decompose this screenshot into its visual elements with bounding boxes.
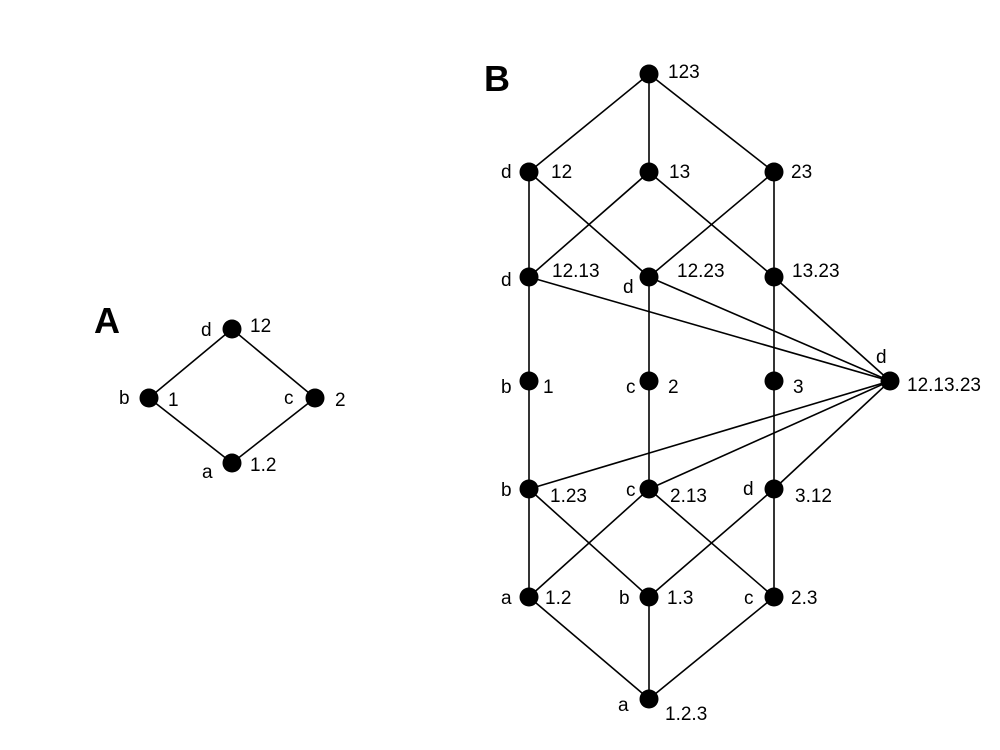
panel-b-node-label-12-13-23: 12.13.23 [907, 375, 981, 396]
panel-b-node-label-13: 13 [669, 162, 690, 183]
panel-b-node-tag-2-3: c [744, 588, 754, 609]
panel-a-nodes: 12 d 1 b 2 c 1.2 a [119, 316, 346, 483]
panel-b-edge-12-13-23-to-1-23 [528, 380, 891, 490]
panel-a-edge-12-to-1 [148, 328, 233, 399]
panel-b-node-12-23 [639, 267, 659, 287]
panel-b-edge-23-to-12-23 [648, 171, 775, 278]
panel-a-node-label-1-2: 1.2 [250, 455, 276, 476]
panel-b-node-label-1-23: 1.23 [550, 486, 587, 507]
panel-b-edge-12-23-to-12-13-23 [648, 276, 891, 382]
panel-b-node-tag-1-2-3: a [618, 695, 629, 716]
panel-b-node-label-1-2: 1.2 [545, 588, 571, 609]
panel-b-edge-2-13-to-1-2 [528, 488, 650, 598]
panel-b-node-tag-12: d [501, 162, 512, 183]
panel-b-node-1-23 [519, 479, 539, 499]
panel-b-node-3 [764, 371, 784, 391]
panel-b-edge-12-13-23-to-2-13 [648, 380, 891, 490]
panel-b-node-label-1: 1 [543, 377, 554, 398]
panel-a-node-tag-1: b [119, 388, 130, 409]
panel-a-node-tag-2: c [284, 388, 294, 409]
panel-b-node-2-3 [764, 587, 784, 607]
panel-b-edge-3-12-to-1-3 [648, 488, 775, 598]
panel-b-node-label-12-13: 12.13 [552, 261, 600, 282]
panel-a-node-label-2: 2 [335, 390, 346, 411]
panel-b-node-1-2 [519, 587, 539, 607]
panel-b-node-label-3: 3 [793, 377, 804, 398]
panel-b-title: B [484, 58, 510, 99]
panel-b-node-23 [764, 162, 784, 182]
panel-a-node-tag-12: d [201, 320, 212, 341]
panel-a-edges [148, 328, 316, 464]
panel-b-node-label-13-23: 13.23 [792, 261, 840, 282]
panel-a-node-12 [222, 319, 242, 339]
panel-b-node-label-1-2-3: 1.2.3 [665, 704, 707, 725]
panel-b-node-tag-12-13-23: d [876, 347, 887, 368]
panel-b-node-label-2-3: 2.3 [791, 588, 817, 609]
panel-b-node-tag-1-23: b [501, 480, 512, 501]
panel-a-node-1 [139, 388, 159, 408]
panel-a-title: A [94, 300, 120, 341]
panel-a-edge-12-to-2 [231, 328, 316, 399]
panel-a-node-label-1: 1 [168, 390, 179, 411]
panel-b-node-123 [639, 64, 659, 84]
panel-a-node-label-12: 12 [250, 316, 271, 337]
panel-b-node-label-23: 23 [791, 162, 812, 183]
panel-b-node-tag-12-13: d [501, 270, 512, 291]
panel-b-node-tag-3-12: d [743, 479, 754, 500]
panel-b-node-label-12: 12 [551, 162, 572, 183]
panel-b-edge-13-23-to-12-13-23 [773, 276, 891, 382]
panel-b-edge-1-2-to-1-2-3 [528, 596, 650, 700]
panel-b-node-tag-2-13: c [626, 480, 636, 501]
panel-a-node-tag-1-2: a [202, 462, 213, 483]
panel-b-edge-123-to-12 [528, 73, 650, 173]
panel-b-node-3-12 [764, 479, 784, 499]
panel-b-node-13 [639, 162, 659, 182]
panel-b-edge-2-3-to-1-2-3 [648, 596, 775, 700]
panel-b-edges [528, 73, 891, 700]
panel-b-node-12-13-23 [880, 371, 900, 391]
panel-b-node-12 [519, 162, 539, 182]
panel-a-edge-2-to-1-2 [231, 397, 316, 464]
panel-b-node-label-123: 123 [668, 62, 700, 83]
panel-b-edge-12-13-to-12-13-23 [528, 276, 891, 382]
panel-a-node-2 [305, 388, 325, 408]
panel-b-node-2 [639, 371, 659, 391]
panel-b-node-label-2-13: 2.13 [670, 486, 707, 507]
panel-b-edge-13-to-12-13 [528, 171, 650, 278]
panel-b-node-1-2-3 [639, 689, 659, 709]
panel-b-node-label-2: 2 [668, 377, 679, 398]
panel-b-node-1 [519, 371, 539, 391]
panel-b-node-tag-1-3: b [619, 588, 630, 609]
panel-b-node-12-13 [519, 267, 539, 287]
panel-b-node-tag-12-23: d [623, 277, 634, 298]
panel-b-node-label-3-12: 3.12 [795, 486, 832, 507]
panel-b-nodes: 123 12 d 13 23 12.13 d 12.23 d 13.23 12.13.23 d 1 b 2 c… [501, 62, 981, 725]
panel-b-node-13-23 [764, 267, 784, 287]
panel-b-node-tag-2: c [626, 377, 636, 398]
panel-b-edge-123-to-23 [648, 73, 775, 173]
panel-b-node-label-12-23: 12.23 [677, 261, 725, 282]
panel-b-node-label-1-3: 1.3 [667, 588, 693, 609]
panel-b-node-2-13 [639, 479, 659, 499]
panel-b-node-1-3 [639, 587, 659, 607]
panel-b-node-tag-1: b [501, 377, 512, 398]
panel-b-edge-12-13-23-to-3-12 [773, 380, 891, 490]
panel-a-node-1-2 [222, 453, 242, 473]
panel-a-edge-1-to-1-2 [148, 397, 233, 464]
panel-b-node-tag-1-2: a [501, 588, 512, 609]
